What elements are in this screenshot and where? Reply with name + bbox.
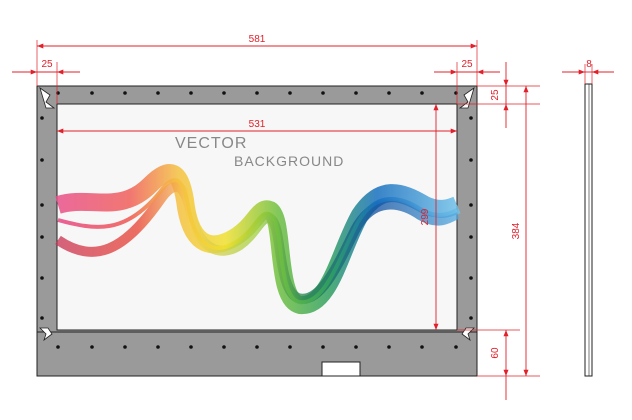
dim-bottom-border: 60 xyxy=(457,329,520,400)
side-profile xyxy=(584,83,593,377)
dim-left-border-label: 25 xyxy=(41,59,53,70)
dim-screen-height-label: 299 xyxy=(420,208,431,225)
corner-notch-bottom-left xyxy=(39,327,53,342)
dim-overall-height-label: 384 xyxy=(511,222,522,239)
screw-hole xyxy=(387,345,391,349)
screw-hole xyxy=(354,91,358,95)
side-profile-body xyxy=(584,83,593,377)
screw-hole xyxy=(469,235,473,239)
screw-hole xyxy=(56,345,60,349)
screw-hole xyxy=(40,235,44,239)
monitor-frame xyxy=(36,85,478,377)
screen-title-line2: BACKGROUND xyxy=(234,153,344,169)
corner-notch-top-left xyxy=(39,87,56,109)
dim-screen-width-label: 531 xyxy=(249,119,266,130)
screw-hole xyxy=(469,116,473,120)
screw-hole xyxy=(40,316,44,320)
screw-hole xyxy=(222,91,226,95)
screw-hole xyxy=(156,91,160,95)
screw-hole xyxy=(420,91,424,95)
wave-ribbon-1 xyxy=(55,164,461,314)
screw-hole xyxy=(255,345,259,349)
wave-ribbon-2 xyxy=(55,181,460,304)
dim-right-border-label: 25 xyxy=(461,59,473,70)
wave-ribbon-3 xyxy=(57,178,458,305)
screw-hole xyxy=(354,345,358,349)
screw-hole xyxy=(40,158,44,162)
corner-notch-bottom-right xyxy=(461,327,475,342)
screw-hole xyxy=(420,345,424,349)
screw-hole xyxy=(222,345,226,349)
dim-left-border: 25 xyxy=(12,59,80,104)
screw-hole xyxy=(90,91,94,95)
screw-hole xyxy=(288,91,292,95)
dim-bottom-border-label: 60 xyxy=(490,347,501,359)
screw-hole xyxy=(321,345,325,349)
dim-overall-height: 384 xyxy=(477,86,540,377)
dim-overall-width: 581 xyxy=(36,34,478,86)
screw-hole xyxy=(123,345,127,349)
screw-hole xyxy=(123,91,127,95)
screw-hole xyxy=(469,203,473,207)
screw-hole xyxy=(454,345,458,349)
screw-hole xyxy=(40,276,44,280)
screw-holes xyxy=(40,91,473,349)
screw-hole xyxy=(189,91,193,95)
corner-notch-top-right xyxy=(458,87,475,109)
screw-hole xyxy=(288,345,292,349)
screw-hole xyxy=(469,158,473,162)
dim-top-border-label: 25 xyxy=(490,89,501,101)
screen-title-line1: VECTOR xyxy=(175,135,247,152)
screw-hole xyxy=(469,316,473,320)
screw-hole xyxy=(90,345,94,349)
screw-hole xyxy=(189,345,193,349)
dim-depth: 8 xyxy=(562,59,614,84)
dim-screen-height: 299 xyxy=(420,104,439,330)
screen-artwork: VECTOR BACKGROUND xyxy=(55,135,461,314)
dim-screen-width: 531 xyxy=(57,119,457,134)
screw-hole xyxy=(156,345,160,349)
screw-hole xyxy=(40,203,44,207)
dim-depth-label: 8 xyxy=(586,59,592,70)
frame-bottom-tab xyxy=(321,361,361,377)
screw-hole xyxy=(40,116,44,120)
dim-overall-width-label: 581 xyxy=(249,34,266,45)
dim-right-border: 25 xyxy=(434,59,500,104)
screw-hole xyxy=(469,276,473,280)
screw-hole xyxy=(255,91,259,95)
screw-hole xyxy=(387,91,391,95)
screw-hole xyxy=(321,91,325,95)
